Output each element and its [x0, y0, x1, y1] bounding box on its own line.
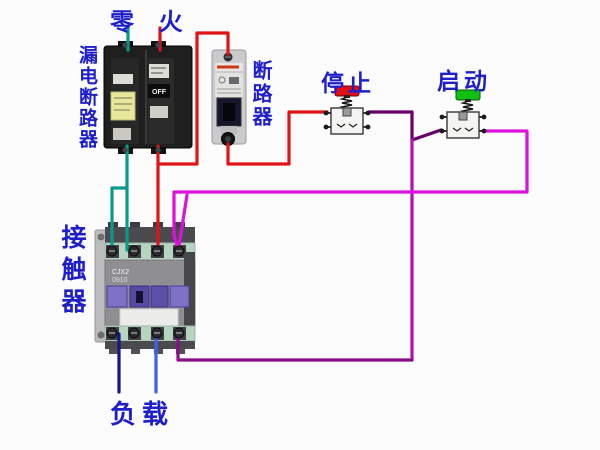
mounting-bolt: [97, 233, 105, 241]
neutral-live-label: 零 火: [110, 9, 192, 36]
contact-marks: [452, 127, 474, 132]
contactor-terminal-screws: [106, 245, 185, 339]
screw: [122, 147, 128, 153]
stop-label: 停止: [321, 70, 375, 96]
spec-block: [229, 77, 239, 84]
lower-face: [221, 126, 237, 134]
contactor-model-text: CJX2: [112, 269, 129, 276]
toggle-window: [148, 84, 170, 98]
contact-window: [169, 285, 190, 308]
top-notch: [130, 222, 140, 229]
wire-neutral-branch: [110, 186, 129, 252]
bottom-notch: [154, 349, 163, 354]
knob-center: [225, 136, 231, 142]
screw: [155, 147, 161, 153]
off-text: OFF: [152, 89, 167, 96]
bottom-cap: [105, 341, 195, 349]
wire-stop-to-junction: [367, 110, 414, 142]
wire-coil-jumper: [177, 193, 189, 248]
cap-stem: [344, 95, 350, 98]
small-label: [150, 106, 168, 118]
toggle-lever: [223, 103, 235, 121]
wire-breaker-to-stop: [226, 110, 329, 166]
white-sticker: [119, 308, 179, 327]
contactor-spec-text: 0910: [112, 277, 128, 284]
screw: [122, 42, 128, 48]
top-notch: [175, 222, 185, 229]
window-slot: [136, 291, 143, 303]
mounting-bolt: [97, 331, 105, 339]
contact-marks: [336, 123, 358, 128]
start-label: 启动: [437, 68, 491, 94]
terminal-screws: [439, 114, 487, 134]
bottom-notch: [131, 349, 140, 354]
stop-button-device: [323, 85, 371, 135]
contact-window: [150, 285, 169, 308]
plunger: [458, 111, 468, 121]
screw: [155, 42, 161, 48]
leakage-breaker-label: 漏电断路器: [76, 45, 97, 150]
leakage-breaker-device: OFF: [103, 41, 193, 154]
breaker-label: 断路器: [249, 60, 271, 129]
wire-start-loop: [172, 129, 529, 250]
circuit-breaker-device: [211, 49, 247, 146]
cert-mark: [218, 76, 226, 84]
contact-window: [106, 285, 128, 308]
spring: [339, 96, 353, 110]
rating-label: [113, 74, 133, 84]
wire-junction-to-start: [410, 128, 443, 142]
start-button-device: [439, 89, 487, 139]
test-button: [113, 128, 131, 140]
terminal-screws: [323, 110, 371, 130]
spec-label: [149, 64, 169, 78]
wire-live-to-breaker: [156, 31, 230, 166]
spring: [460, 100, 474, 114]
bottom-notch: [109, 349, 118, 354]
cap-stem: [465, 99, 471, 102]
contactor-label: 接触器: [58, 224, 86, 320]
yellow-label: [110, 91, 136, 121]
leakage-terminal-screws: [122, 42, 161, 153]
wires: [110, 26, 529, 394]
plunger: [342, 107, 352, 117]
bottom-notch: [176, 349, 185, 354]
load-label: 负载: [110, 399, 175, 429]
wire-coil-return: [176, 332, 414, 362]
